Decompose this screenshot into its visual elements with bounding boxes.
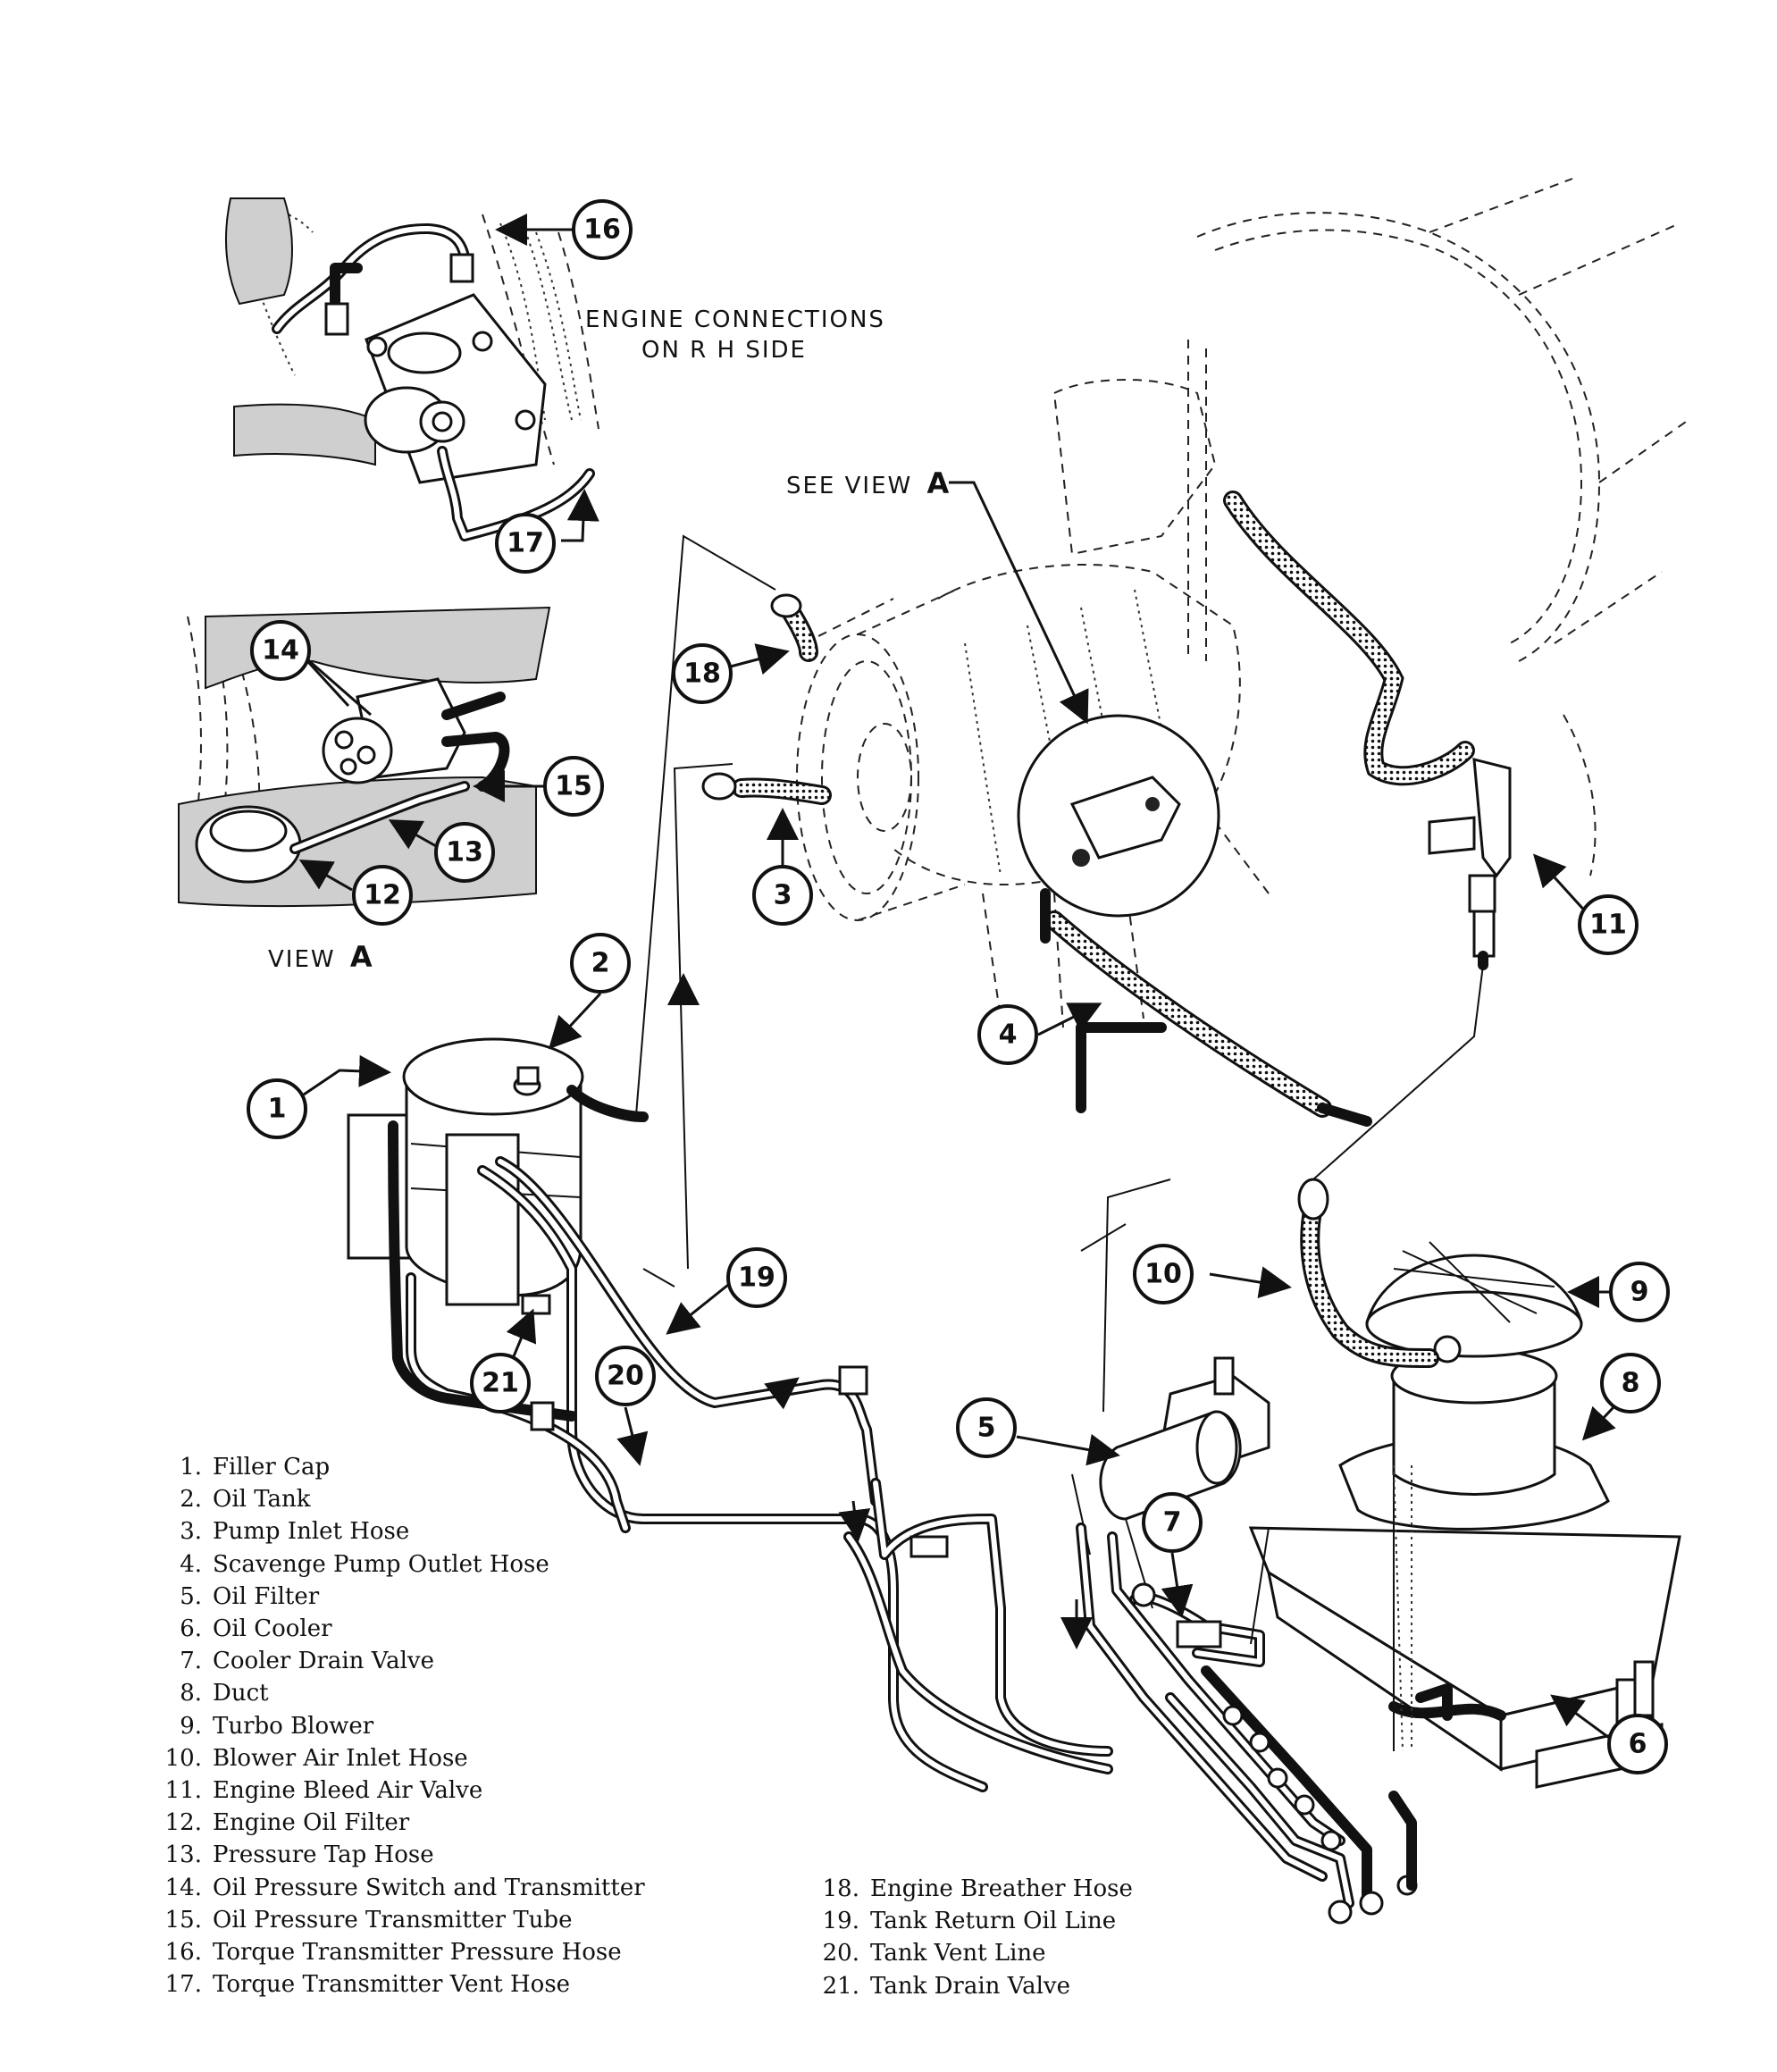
view-a-label: VIEW A (268, 940, 374, 974)
callout-13: 13 (434, 822, 495, 883)
legend-item: 6.Oil Cooler (180, 1615, 332, 1643)
svg-text:1: 1 (268, 1094, 287, 1125)
svg-text:7: 7 (1163, 1507, 1182, 1539)
legend-item: 7.Cooler Drain Valve (180, 1648, 434, 1675)
svg-text:10: 10 (1144, 1259, 1182, 1290)
legend-item: 5.Oil Filter (180, 1582, 320, 1610)
svg-text:19: 19 (738, 1262, 775, 1294)
svg-text:20: 20 (607, 1361, 644, 1392)
engine-connections-heading-line1: ENGINE CONNECTIONS (585, 306, 885, 333)
callout-11: 11 (1578, 894, 1639, 955)
callout-2: 2 (570, 933, 631, 994)
legend-item: 8.Duct (180, 1680, 269, 1707)
see-view-a-label: SEE VIEW A (786, 466, 951, 500)
callout-17: 17 (495, 513, 556, 574)
engine-connections-inset: ENGINE CONNECTIONS ON R H SIDE (224, 197, 885, 541)
legend-item: 21.Tank Drain Valve (822, 1972, 1070, 2000)
legend-item: 1.Filler Cap (180, 1454, 331, 1481)
callout-18: 18 (672, 643, 733, 704)
svg-text:13: 13 (446, 837, 483, 868)
svg-text:5: 5 (977, 1413, 996, 1444)
legend-item: 12.Engine Oil Filter (164, 1809, 410, 1837)
callout-19: 19 (726, 1247, 787, 1308)
legend-item: 19.Tank Return Oil Line (822, 1908, 1117, 1935)
callout-6: 6 (1607, 1714, 1668, 1774)
callout-14: 14 (250, 620, 311, 681)
legend-item: 11.Engine Bleed Air Valve (164, 1777, 483, 1805)
svg-text:2: 2 (591, 948, 610, 979)
callout-4: 4 (977, 1004, 1038, 1065)
view-a-inset: VIEW A (178, 606, 551, 974)
parts-legend-right: 18.Engine Breather Hose 19.Tank Return O… (811, 1873, 1133, 2002)
svg-text:4: 4 (999, 1019, 1018, 1051)
legend-item: 17.Torque Transmitter Vent Hose (164, 1971, 571, 1999)
legend-item: 9.Turbo Blower (180, 1712, 374, 1740)
parts-legend-left: 1.Filler Cap 2.Oil Tank 3.Pump Inlet Hos… (154, 1451, 645, 2001)
legend-item: 2.Oil Tank (180, 1486, 311, 1514)
legend-item: 3.Pump Inlet Hose (180, 1518, 410, 1546)
plumbing-manifold (1076, 1523, 1506, 1925)
svg-text:14: 14 (262, 635, 299, 667)
legend-item: 13.Pressure Tap Hose (164, 1841, 434, 1869)
cooler-blower-assembly (1248, 1178, 1681, 1789)
engine-assembly: SEE VIEW A (786, 178, 1689, 1028)
callout-1: 1 (247, 1078, 307, 1139)
cooler-drain-valve (1129, 1582, 1265, 1667)
callout-7: 7 (1142, 1492, 1203, 1553)
svg-text:18: 18 (683, 659, 721, 690)
legend-item: 18.Engine Breather Hose (822, 1875, 1133, 1902)
callout-9: 9 (1609, 1262, 1670, 1322)
tank-lines (388, 1120, 1113, 1792)
svg-text:9: 9 (1630, 1277, 1649, 1308)
callout-3: 3 (752, 865, 813, 926)
svg-text:21: 21 (482, 1368, 519, 1399)
oil-filter (1071, 1223, 1270, 1609)
svg-text:12: 12 (364, 880, 401, 911)
legend-item: 4.Scavenge Pump Outlet Hose (180, 1550, 549, 1578)
oil-tank (347, 1037, 649, 1306)
svg-text:6: 6 (1629, 1729, 1647, 1760)
callout-16: 16 (572, 199, 633, 260)
callout-20: 20 (595, 1346, 656, 1406)
callout-12: 12 (352, 865, 413, 926)
svg-text:17: 17 (507, 528, 544, 559)
svg-text:3: 3 (774, 880, 792, 911)
svg-text:15: 15 (555, 771, 592, 802)
callout-21: 21 (470, 1353, 531, 1413)
legend-item: 15.Oil Pressure Transmitter Tube (164, 1906, 573, 1934)
legend-item: 14.Oil Pressure Switch and Transmitter (164, 1874, 645, 1901)
svg-text:16: 16 (583, 214, 621, 246)
legend-item: 16.Torque Transmitter Pressure Hose (164, 1939, 622, 1967)
legend-item: 20.Tank Vent Line (822, 1940, 1046, 1967)
svg-text:8: 8 (1622, 1368, 1640, 1399)
engine-connections-heading-line2: ON R H SIDE (641, 337, 807, 364)
callout-8: 8 (1600, 1353, 1661, 1413)
callout-10: 10 (1133, 1244, 1194, 1304)
svg-text:11: 11 (1589, 910, 1627, 941)
callout-15: 15 (543, 756, 604, 817)
engine-hoses (701, 491, 1512, 1127)
callout-5: 5 (956, 1397, 1017, 1458)
legend-item: 10.Blower Air Inlet Hose (164, 1744, 468, 1772)
system-flow-lines (635, 534, 1484, 1752)
